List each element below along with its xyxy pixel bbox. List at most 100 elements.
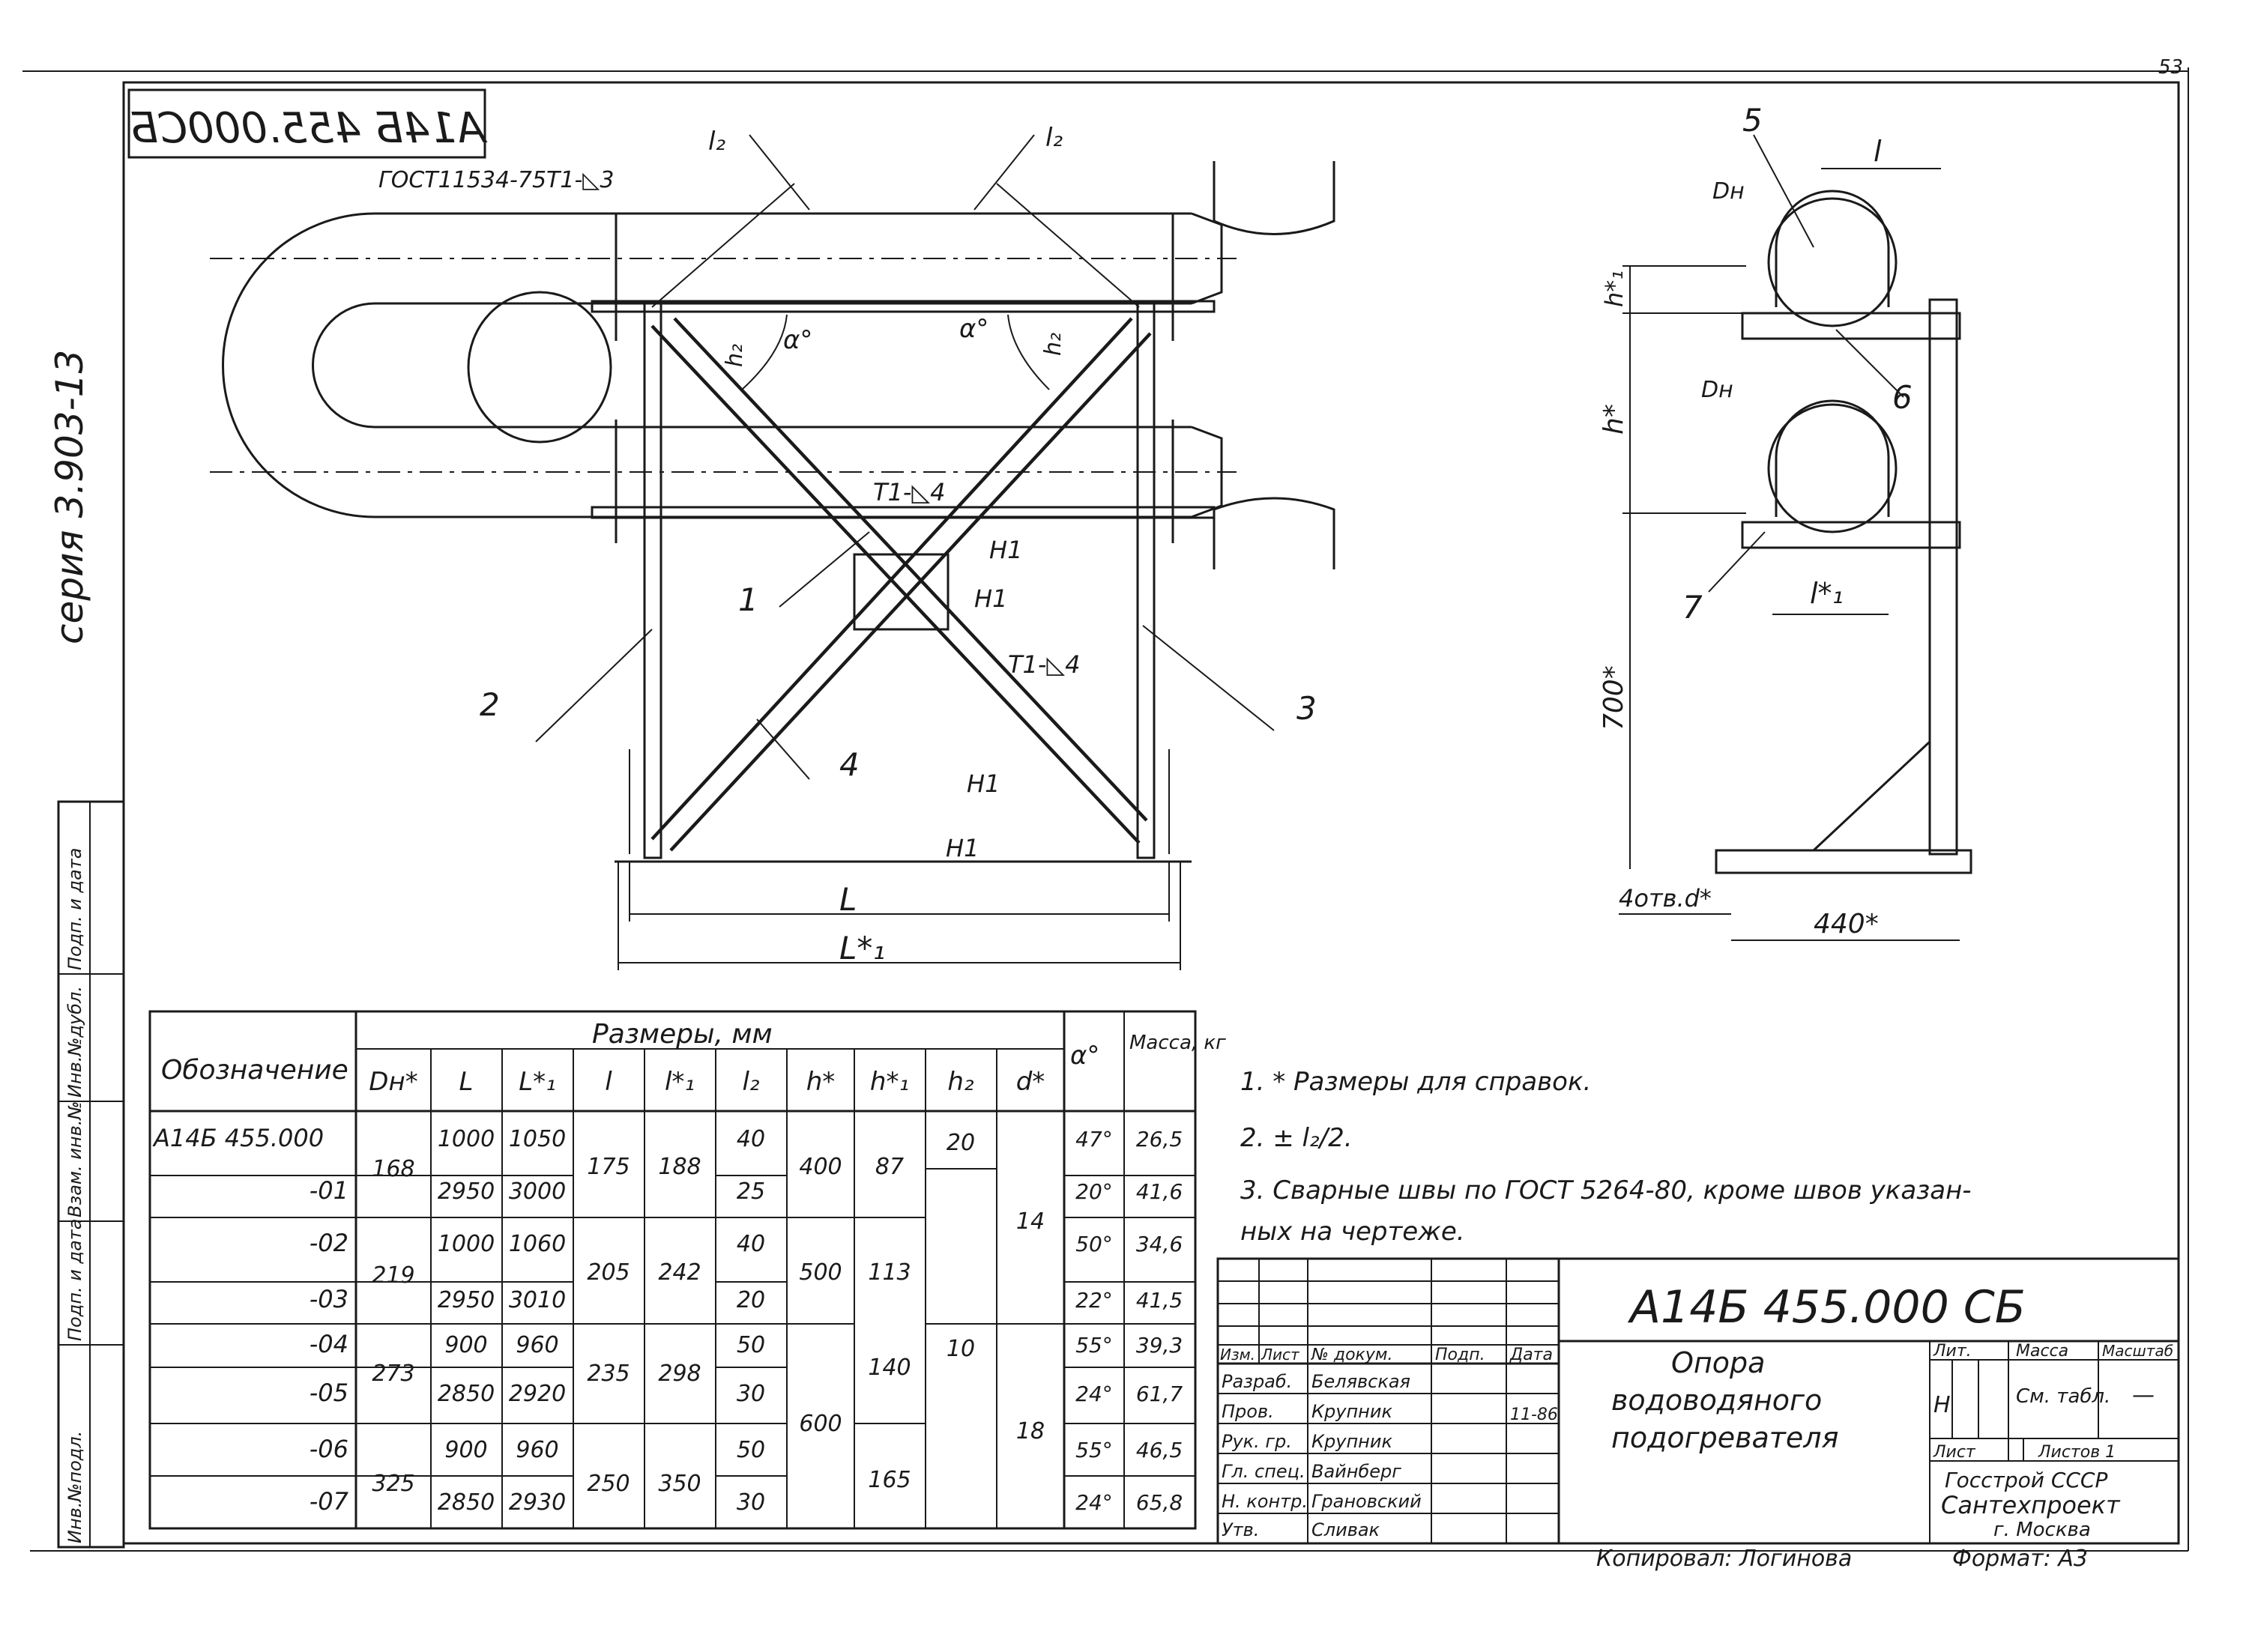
tb-role-5: Утв. (1222, 1519, 1259, 1540)
row-7-alpha: 24° (1075, 1490, 1113, 1515)
row-0-L: 1000 (438, 1126, 495, 1152)
pair-3-Dn: 325 (372, 1471, 414, 1497)
pair-1-h1: 113 (868, 1259, 911, 1286)
pair-0-h1: 87 (875, 1154, 904, 1180)
side-h: h* (1599, 404, 1629, 435)
h2-first: 20 (947, 1130, 975, 1156)
pair-0-l1: 188 (658, 1154, 701, 1180)
tb-sheets-label: Листов 1 (2038, 1443, 2116, 1462)
tb-role-3: Гл. спец. (1222, 1461, 1305, 1482)
side-crossbar-top (1741, 312, 1961, 340)
row-4-L: 900 (444, 1332, 487, 1358)
row-0-mass: 26,5 (1136, 1127, 1183, 1152)
side-u-bolt-bottom (1775, 399, 1890, 517)
row-4-l2: 50 (737, 1332, 765, 1358)
hdr-col-0: Dн* (369, 1067, 417, 1097)
pair-1-l: 205 (587, 1259, 630, 1286)
section-h1-b: Н1 (974, 584, 1007, 613)
pos-3: 3 (1296, 690, 1317, 727)
hdr-col-1: L (459, 1067, 474, 1097)
hdr-group: Размеры, мм (592, 1019, 773, 1050)
row-1-designation: -01 (310, 1176, 348, 1205)
side-col-2: Взам. инв.№ (64, 1101, 85, 1217)
row-4-alpha: 55° (1075, 1333, 1113, 1358)
side-pipe-bottom (1767, 403, 1898, 533)
row-6-designation: -06 (310, 1435, 348, 1463)
row-4-mass: 39,3 (1136, 1333, 1183, 1358)
row-3-mass: 41,5 (1136, 1288, 1183, 1313)
d-rows-4-7: 18 (1016, 1418, 1045, 1444)
l2-left-dim (749, 134, 810, 211)
tb-hdr-date: Дата (1509, 1346, 1553, 1364)
tb-name-5: Сливак (1311, 1519, 1380, 1540)
row-6-L: 900 (444, 1437, 487, 1463)
stamp-code-mirrored: А14Б 455.000СБ (130, 104, 488, 153)
leader-1 (779, 531, 870, 608)
pos-5: 5 (1742, 102, 1763, 139)
tb-role-1: Пров. (1222, 1401, 1274, 1422)
tb-name-line-1: водоводяного (1611, 1384, 1822, 1417)
tb-lit-value: Н (1933, 1392, 1951, 1418)
tb-mass-label: Масса (2016, 1342, 2068, 1361)
tb-sheet-label: Лист (1933, 1443, 1976, 1462)
row-5-designation: -05 (310, 1379, 348, 1407)
hdr-col-2: L*₁ (519, 1067, 556, 1097)
tb-name-line-2: подогревателя (1611, 1421, 1838, 1454)
diagonal-brace-4 (650, 317, 1133, 841)
tb-role-4: Н. контр. (1222, 1491, 1308, 1512)
pair-3-l: 250 (587, 1471, 630, 1497)
side-700: 700* (1599, 665, 1629, 730)
tb-lit-label: Лит. (1933, 1342, 1972, 1361)
diagonal-brace-1-edge (673, 317, 1148, 822)
tb-org-line-1: Сантехпроект (1941, 1491, 2121, 1519)
d-rows-0-3: 14 (1016, 1208, 1045, 1235)
tb-name-3: Вайнберг (1311, 1461, 1401, 1482)
alpha-left-label: α° (783, 325, 812, 355)
tb-org-line-2: г. Москва (1993, 1519, 2091, 1541)
title-block: Изм. Лист № докум. Подп. Дата Разраб. Бе… (1216, 1257, 2180, 1545)
tb-scale-label: Масштаб (2102, 1342, 2173, 1360)
side-base-plate (1715, 849, 1972, 874)
title-block-frame (1216, 1257, 2180, 1545)
header-bulge (467, 291, 612, 444)
section-h1-a: Н1 (989, 536, 1022, 564)
table-frame (148, 1010, 1197, 1530)
side-h1: h*₁ (1600, 270, 1628, 307)
post-right (1136, 302, 1156, 859)
row-3-alpha: 22° (1075, 1288, 1113, 1313)
dimension-table: Обозначение Размеры, мм α° Масса, кг Dн*… (148, 1010, 1226, 1530)
series-label: серия 3.903-13 (48, 350, 91, 644)
pair-3-l1: 350 (658, 1471, 701, 1497)
side-l1: l*₁ (1810, 577, 1844, 610)
diagonal-brace-4-edge (669, 332, 1152, 852)
tb-hdr-doc: № докум. (1311, 1346, 1392, 1364)
alpha-arc-right (1007, 314, 1050, 390)
hdr-mass: Масса, кг (1129, 1032, 1226, 1054)
side-holes: 4отв.d* (1619, 884, 1712, 913)
alpha-right-label: α° (959, 314, 988, 344)
tb-name-0: Белявская (1311, 1371, 1410, 1392)
hdr-col-6: h* (806, 1067, 836, 1097)
pair-2-h1: 140 (868, 1355, 911, 1381)
row-4-designation: -04 (310, 1330, 348, 1358)
row-2-l2: 40 (737, 1231, 765, 1257)
notes-block: 1. * Размеры для справок. 2. ± l₂/2. 3. … (1240, 1067, 1972, 1247)
row-6-l2: 50 (737, 1437, 765, 1463)
tb-code: А14Б 455.000 СБ (1627, 1281, 2026, 1334)
side-u-bolt-top (1775, 190, 1890, 307)
post-left (643, 302, 662, 859)
row-7-l2: 30 (737, 1489, 765, 1516)
pos-4: 4 (839, 746, 860, 783)
row-6-alpha: 55° (1075, 1438, 1113, 1462)
row-5-l2: 30 (737, 1381, 765, 1407)
tb-name-line-0: Опора (1671, 1346, 1765, 1379)
tb-scale-value: — (2132, 1382, 2155, 1409)
h-rows-4-7: 600 (799, 1411, 842, 1437)
side-col-3: Инв.№дубл. (64, 986, 85, 1098)
section-h1-d: Н1 (946, 834, 979, 862)
pair-0-l: 175 (587, 1154, 630, 1180)
note-3: 3. Сварные швы по ГОСТ 5264-80, кроме шв… (1240, 1176, 1972, 1205)
side-col-1: Подп. и дата (64, 1219, 85, 1342)
note-2: 2. ± l₂/2. (1240, 1123, 1353, 1153)
